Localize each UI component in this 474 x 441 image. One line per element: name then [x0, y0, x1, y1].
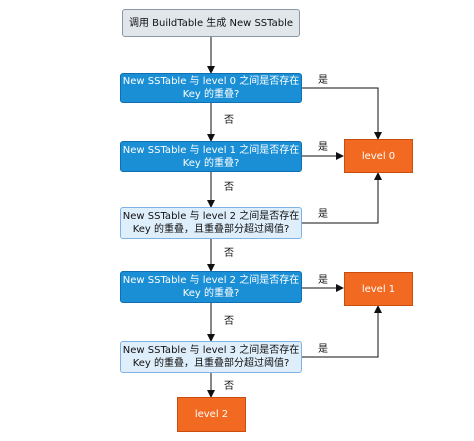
label-q3-yes: 是 — [318, 209, 328, 220]
question-level3-threshold: New SSTable 与 level 3 之间是否存在 Key 的重叠，且重叠… — [120, 341, 302, 373]
label-q5-yes: 是 — [318, 344, 328, 355]
label-q2-no: 否 — [224, 182, 234, 193]
level0-box: level 0 — [344, 139, 413, 173]
question-level2-overlap: New SSTable 与 level 2 之间是否存在 Key 的重叠? — [120, 271, 302, 303]
label-q3-no: 否 — [224, 248, 234, 259]
label-q2-yes: 是 — [318, 142, 328, 153]
question-level1-overlap: New SSTable 与 level 1 之间是否存在 Key 的重叠? — [120, 141, 302, 172]
edge-q1-level0 — [302, 87, 382, 140]
label-q4-yes: 是 — [318, 275, 328, 286]
start-node: 调用 BuildTable 生成 New SSTable — [122, 9, 300, 37]
edge-q3-level0 — [302, 172, 382, 224]
label-q1-no: 否 — [224, 115, 234, 126]
level1-box: level 1 — [344, 272, 413, 306]
level2-box: level 2 — [177, 397, 246, 432]
label-q4-no: 否 — [224, 316, 234, 327]
question-level0-overlap: New SSTable 与 level 0 之间是否存在 Key 的重叠? — [120, 73, 302, 103]
label-q5-no: 否 — [224, 381, 234, 392]
label-q1-yes: 是 — [318, 75, 328, 86]
edge-q5-level1 — [302, 305, 382, 358]
question-level2-threshold: New SSTable 与 level 2 之间是否存在 Key 的重叠，且重叠… — [120, 207, 302, 239]
